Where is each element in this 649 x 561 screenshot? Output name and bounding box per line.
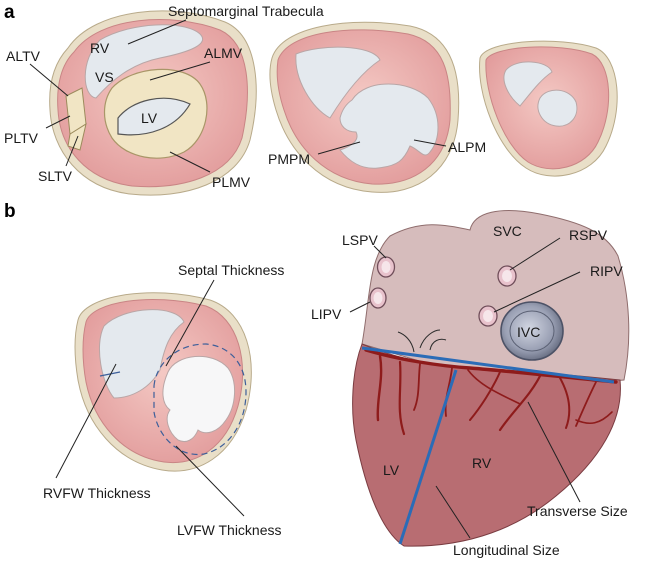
- rspv-lumen: [502, 270, 512, 282]
- whole-heart: [352, 210, 630, 547]
- label-lv-a: LV: [141, 110, 158, 126]
- label-lv-b: LV: [383, 462, 400, 478]
- leader-almv: [149, 61, 211, 81]
- leader-pmpm: [317, 141, 361, 155]
- label-lipv: LIPV: [311, 306, 342, 322]
- leader-lspv: [373, 245, 387, 259]
- lspv-lumen: [381, 261, 391, 273]
- lv-cavity-slice-3: [537, 89, 578, 127]
- label-ripv: RIPV: [590, 263, 623, 279]
- leader-sltv: [65, 135, 79, 167]
- leader-alpm: [413, 139, 447, 147]
- label-ivc: IVC: [517, 324, 540, 340]
- slice-papillary-level: [269, 21, 460, 193]
- leader-rvfw-thickness: [55, 363, 117, 479]
- panel-b-slice-leader-lines: [55, 279, 245, 517]
- rv-cavity-slice-3: [503, 61, 553, 107]
- label-lvfw-thickness: LVFW Thickness: [177, 522, 282, 538]
- transverse-size-line: [361, 346, 615, 384]
- label-rvfw-thickness: RVFW Thickness: [43, 485, 151, 501]
- leader-transverse: [527, 401, 581, 503]
- lv-cavity-slice-b: [162, 355, 235, 443]
- lv-orifice-slice-1: [117, 97, 191, 136]
- panel-b-heart-leader-lines: [349, 237, 581, 539]
- label-transverse-size: Transverse Size: [527, 503, 628, 519]
- ripv-lumen: [483, 310, 493, 322]
- label-pmpm: PMPM: [268, 151, 310, 167]
- label-longitudinal-size: Longitudinal Size: [453, 542, 560, 558]
- label-septal-thickness: Septal Thickness: [178, 262, 284, 278]
- label-lspv: LSPV: [342, 232, 378, 248]
- label-plmv: PLMV: [212, 174, 251, 190]
- slice-mitral-level: [49, 10, 257, 196]
- longitudinal-size-line: [398, 369, 458, 545]
- leader-lipv: [349, 301, 371, 313]
- label-almv: ALMV: [204, 45, 243, 61]
- slice-apical-level: [479, 40, 618, 177]
- leader-septal-thickness: [165, 279, 215, 367]
- rv-cavity-slice-1: [84, 24, 203, 99]
- label-septomarginal-trabecula: Septomarginal Trabecula: [168, 3, 324, 19]
- lv-cavity-slice-2: [339, 83, 439, 169]
- leader-longitudinal: [435, 485, 471, 539]
- label-sltv: SLTV: [38, 168, 73, 184]
- label-svc: SVC: [493, 223, 522, 239]
- label-vs: VS: [95, 69, 114, 85]
- panel-label-b: b: [4, 201, 16, 222]
- label-pltv: PLTV: [4, 130, 39, 146]
- leader-pltv: [45, 115, 71, 129]
- lipv-lumen: [373, 292, 383, 304]
- panel-label-a: a: [4, 2, 15, 23]
- leader-altv: [29, 63, 69, 97]
- label-altv: ALTV: [6, 48, 41, 64]
- rvfw-tick: [99, 371, 121, 377]
- label-rspv: RSPV: [569, 227, 608, 243]
- label-alpm: ALPM: [448, 139, 486, 155]
- rv-cavity-slice-b: [98, 309, 185, 399]
- leader-ripv: [493, 271, 581, 313]
- leader-plmv: [169, 151, 211, 173]
- panel-a-leader-lines: [29, 19, 447, 173]
- label-rv-a: RV: [90, 40, 110, 56]
- rv-cavity-slice-2: [295, 46, 381, 119]
- ivc-inner-ring: [509, 310, 555, 352]
- leader-lvfw-thickness: [175, 445, 245, 517]
- atrial-vessels: [397, 329, 447, 353]
- leader-rspv: [509, 237, 561, 271]
- tricuspid-valve: [65, 87, 87, 151]
- slice-thickness-measurement: [74, 292, 252, 472]
- label-rv-b: RV: [472, 455, 492, 471]
- leader-septomarginal: [127, 19, 187, 45]
